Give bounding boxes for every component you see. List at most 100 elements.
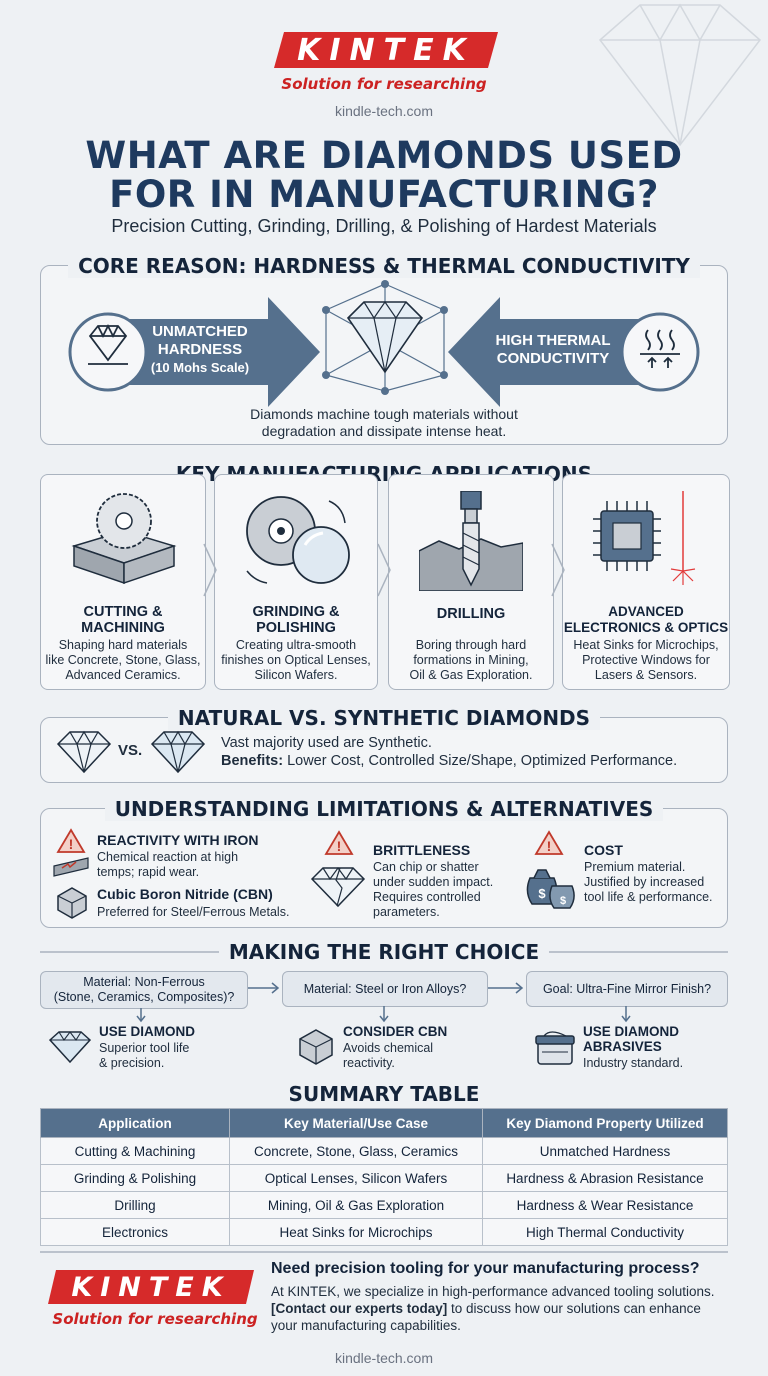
- page-title-line2: FOR IN MANUFACTURING?: [109, 173, 659, 216]
- iron-title: REACTIVITY WITH IRON: [97, 832, 259, 848]
- iron-desc-1: Chemical reaction at high: [97, 850, 239, 864]
- core-caption-line1: Diamonds machine tough materials without: [250, 406, 518, 422]
- cost-title: COST: [584, 842, 623, 858]
- rec-diamond-title: USE DIAMOND: [99, 1024, 196, 1039]
- table-header-cell: Key Diamond Property Utilized: [482, 1108, 728, 1138]
- thermal-label-line1: HIGH THERMAL: [495, 332, 611, 349]
- rec-cbn-desc-2: reactivity.: [343, 1056, 395, 1070]
- benefits-text: Lower Cost, Controlled Size/Shape, Optim…: [283, 753, 678, 769]
- cta-title: Need precision tooling for your manufact…: [271, 1260, 700, 1277]
- choice-question-mirror: Goal: Ultra-Fine Mirror Finish?: [526, 971, 728, 1007]
- chevron-right-icon: [203, 543, 217, 597]
- summary-table: Application Key Material/Use Case Key Di…: [40, 1108, 728, 1246]
- table-header-row: Application Key Material/Use Case Key Di…: [40, 1108, 728, 1138]
- app-title-cutting-1: CUTTING &: [83, 604, 163, 620]
- choice-question-nonferrous: Material: Non-Ferrous(Stone, Ceramics, C…: [40, 971, 248, 1009]
- table-header-cell: Application: [40, 1108, 230, 1138]
- app-desc-grinding-2: finishes on Optical Lenses,: [221, 653, 371, 667]
- app-desc-cutting-2: like Concrete, Stone, Glass,: [45, 653, 201, 667]
- table-cell: Drilling: [40, 1191, 230, 1219]
- warning-icon: !: [324, 830, 354, 855]
- natural-synthetic-title: NATURAL VS. SYNTHETIC DIAMONDS: [0, 706, 768, 730]
- table-row: Grinding & Polishing Optical Lenses, Sil…: [40, 1164, 728, 1192]
- app-desc-cutting-1: Shaping hard materials: [58, 638, 188, 652]
- footer-kintek-logo: KINTEK: [44, 1268, 258, 1306]
- app-title-drilling: DRILLING: [436, 606, 506, 622]
- cta-divider: [40, 1251, 728, 1253]
- svg-text:!: !: [69, 836, 74, 852]
- rec-abrasives-title-1: USE DIAMOND: [583, 1024, 680, 1039]
- microchip-laser-icon: [593, 491, 696, 585]
- grinding-wheel-icon: [246, 496, 350, 584]
- app-title-cutting-2: MACHINING: [81, 620, 165, 636]
- app-title-electronics-2: ELECTRONICS & OPTICS: [563, 620, 729, 635]
- cbn-title: Cubic Boron Nitride (CBN): [97, 886, 273, 902]
- table-row: Cutting & Machining Concrete, Stone, Gla…: [40, 1137, 728, 1165]
- table-cell: Cutting & Machining: [40, 1137, 230, 1165]
- abrasive-jar-icon: [535, 1031, 575, 1065]
- cbn-desc: Preferred for Steel/Ferrous Metals.: [97, 905, 290, 919]
- rec-cbn-title: CONSIDER CBN: [343, 1024, 448, 1039]
- table-cell: Grinding & Polishing: [40, 1164, 230, 1192]
- contact-experts-link[interactable]: [Contact our experts today]: [271, 1301, 448, 1316]
- svg-text:!: !: [547, 838, 552, 854]
- rec-abrasives-title-2: ABRASIVES: [583, 1039, 662, 1054]
- app-title-grinding-1: GRINDING &: [252, 604, 340, 620]
- table-cell: Heat Sinks for Microchips: [229, 1218, 483, 1246]
- hardness-label-line1: UNMATCHED: [152, 323, 248, 340]
- app-title-grinding-2: POLISHING: [256, 620, 336, 636]
- table-row: Drilling Mining, Oil & Gas Exploration H…: [40, 1191, 728, 1219]
- rec-diamond-desc-2: & precision.: [99, 1056, 165, 1070]
- arrow-down-icon: [379, 1006, 389, 1023]
- app-card-electronics: ADVANCED ELECTRONICS & OPTICS Heat Sinks…: [562, 474, 730, 690]
- table-cell: Hardness & Abrasion Resistance: [482, 1164, 728, 1192]
- iron-wear-icon: [53, 857, 89, 877]
- drill-bit-icon: [419, 491, 523, 591]
- core-caption: Diamonds machine tough materials without…: [184, 406, 584, 440]
- site-url[interactable]: kindle-tech.com: [334, 103, 434, 119]
- svg-text:$: $: [560, 895, 566, 907]
- synthetic-note: Vast majority used are Synthetic.: [221, 735, 432, 751]
- app-desc-grinding-1: Creating ultra-smooth: [235, 638, 357, 652]
- thermal-label-line2: CONDUCTIVITY: [496, 350, 610, 367]
- table-cell: Unmatched Hardness: [482, 1137, 728, 1165]
- app-card-drilling: DRILLING Boring through hard formations …: [388, 474, 554, 690]
- table-cell: Hardness & Wear Resistance: [482, 1191, 728, 1219]
- choice-question-steel: Material: Steel or Iron Alloys?: [282, 971, 488, 1007]
- app-desc-cutting-3: Advanced Ceramics.: [65, 668, 181, 682]
- cta-line2: [Contact our experts today] to discuss h…: [271, 1300, 701, 1317]
- table-cell: Concrete, Stone, Glass, Ceramics: [229, 1137, 483, 1165]
- page-subtitle: Precision Cutting, Grinding, Drilling, &…: [111, 216, 657, 236]
- app-title-electronics-1: ADVANCED: [608, 604, 684, 619]
- app-desc-electronics-2: Protective Windows for: [582, 653, 710, 667]
- core-caption-line2: degradation and dissipate intense heat.: [261, 423, 507, 439]
- logo-wordmark: KINTEK: [297, 32, 475, 68]
- summary-title: SUMMARY TABLE: [0, 1082, 768, 1106]
- table-cell: Optical Lenses, Silicon Wafers: [229, 1164, 483, 1192]
- table-cell: Mining, Oil & Gas Exploration: [229, 1191, 483, 1219]
- choice-title: MAKING THE RIGHT CHOICE: [0, 940, 768, 964]
- cta-line2-text: to discuss how our solutions can enhance: [447, 1301, 701, 1316]
- table-header-cell: Key Material/Use Case: [229, 1108, 483, 1138]
- arrow-down-icon: [621, 1006, 631, 1023]
- background-diamond-icon: [598, 3, 762, 147]
- cost-desc-2: Justified by increased: [584, 875, 705, 889]
- hardness-label-line3: (10 Mohs Scale): [150, 360, 250, 375]
- saw-blade-icon: [71, 493, 177, 585]
- synthetic-diamond-icon: [150, 730, 206, 774]
- footer-tagline: Solution for researching: [52, 1310, 258, 1328]
- brittleness-desc-3: Requires controlled: [373, 890, 481, 904]
- kintek-logo: KINTEK: [270, 30, 502, 70]
- app-desc-drilling-3: Oil & Gas Exploration.: [409, 668, 533, 682]
- svg-text:!: !: [337, 838, 342, 854]
- app-card-grinding: GRINDING & POLISHING Creating ultra-smoo…: [214, 474, 378, 690]
- footer-site-url[interactable]: kindle-tech.com: [334, 1350, 434, 1366]
- synthetic-benefits: Benefits: Lower Cost, Controlled Size/Sh…: [221, 753, 677, 769]
- table-cell: Electronics: [40, 1218, 230, 1246]
- hardness-label-line2: HARDNESS: [157, 341, 243, 358]
- q1-line1: Material: Non-Ferrous: [83, 975, 205, 989]
- svg-text:$: $: [538, 886, 546, 901]
- cost-desc-3: tool life & performance.: [584, 890, 713, 904]
- cbn-crystal-icon: [57, 887, 87, 919]
- hardness-diamond-icon: [88, 323, 128, 365]
